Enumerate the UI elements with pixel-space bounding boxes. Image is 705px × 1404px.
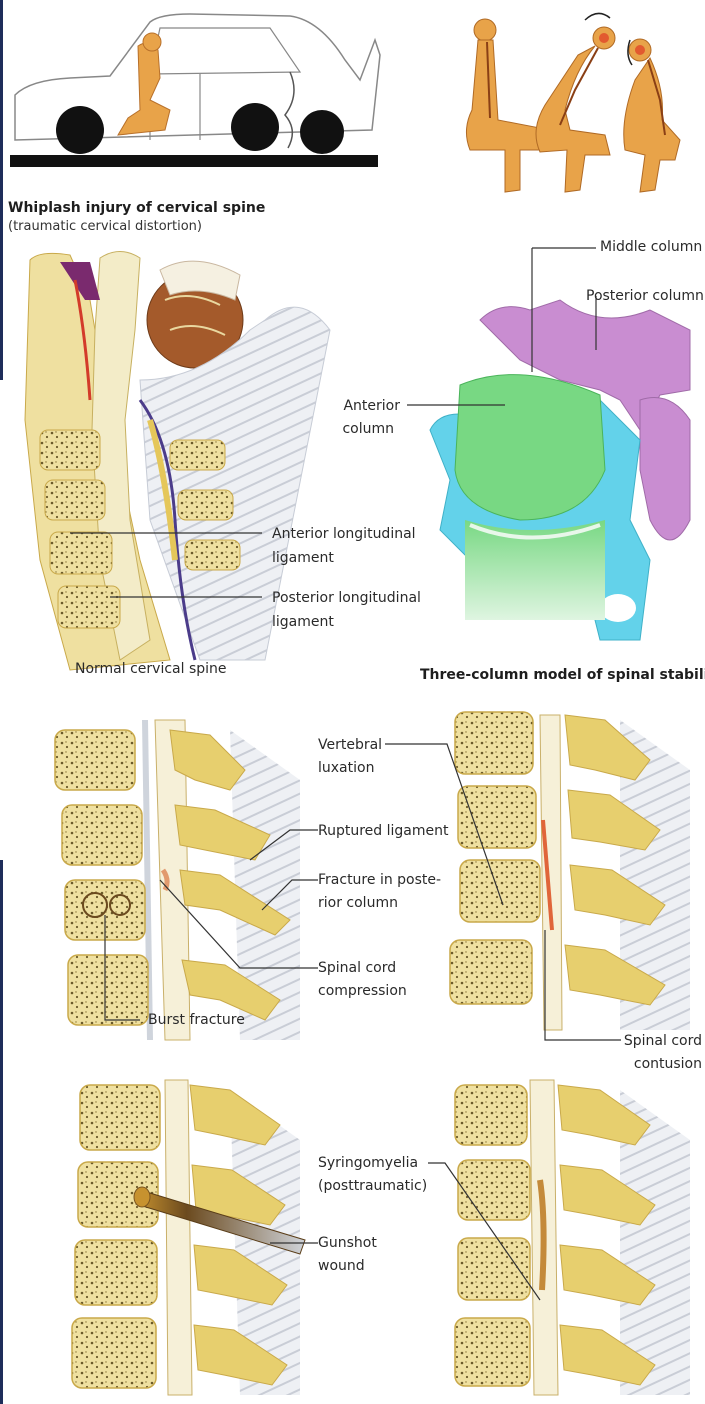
anterior-column-label-1: Anterior (338, 395, 400, 417)
whiplash-subtitle: (traumatic cervical distortion) (8, 219, 202, 234)
gunshot-wound-label-1: Gunshot (318, 1232, 377, 1254)
middle-column-label: Middle column (600, 236, 702, 258)
posterior-fracture-label-1: Fracture in poste- (318, 869, 441, 891)
cord-contusion-label-1: Spinal cord (600, 1030, 702, 1052)
normal-spine-caption: Normal cervical spine (75, 658, 227, 680)
syringomyelia-panel (428, 1080, 690, 1395)
vertebral-luxation-label-2: luxation (318, 757, 374, 779)
three-column-caption: Three-column model of spinal stability (420, 667, 705, 683)
cord-compression-label-2: compression (318, 980, 407, 1002)
fracture-panel (55, 720, 318, 1040)
burst-fracture-label: Burst fracture (148, 1009, 245, 1031)
whiplash-sequence (466, 13, 680, 192)
cord-contusion-label-2: contusion (600, 1053, 702, 1075)
syringomyelia-label-2: (posttraumatic) (318, 1175, 427, 1197)
car-illustration (10, 14, 380, 167)
posterior-fracture-label-2: rior column (318, 892, 398, 914)
cord-compression-label-1: Spinal cord (318, 957, 396, 979)
whiplash-title: Whiplash injury of cervical spine (8, 200, 265, 216)
posterior-ligament-label-1: Posterior longitudinal (272, 587, 421, 609)
anterior-column-label-2: column (338, 418, 394, 440)
posterior-ligament-label-2: ligament (272, 611, 334, 633)
vertebral-luxation-label-1: Vertebral (318, 734, 382, 756)
posterior-column-label: Posterior column (586, 285, 704, 307)
gunshot-panel (72, 1080, 318, 1395)
ruptured-ligament-label: Ruptured ligament (318, 820, 448, 842)
anterior-ligament-label-2: ligament (272, 547, 334, 569)
anterior-ligament-label-1: Anterior longitudinal (272, 523, 416, 545)
gunshot-wound-label-2: wound (318, 1255, 365, 1277)
syringomyelia-label-1: Syringomyelia (318, 1152, 418, 1174)
